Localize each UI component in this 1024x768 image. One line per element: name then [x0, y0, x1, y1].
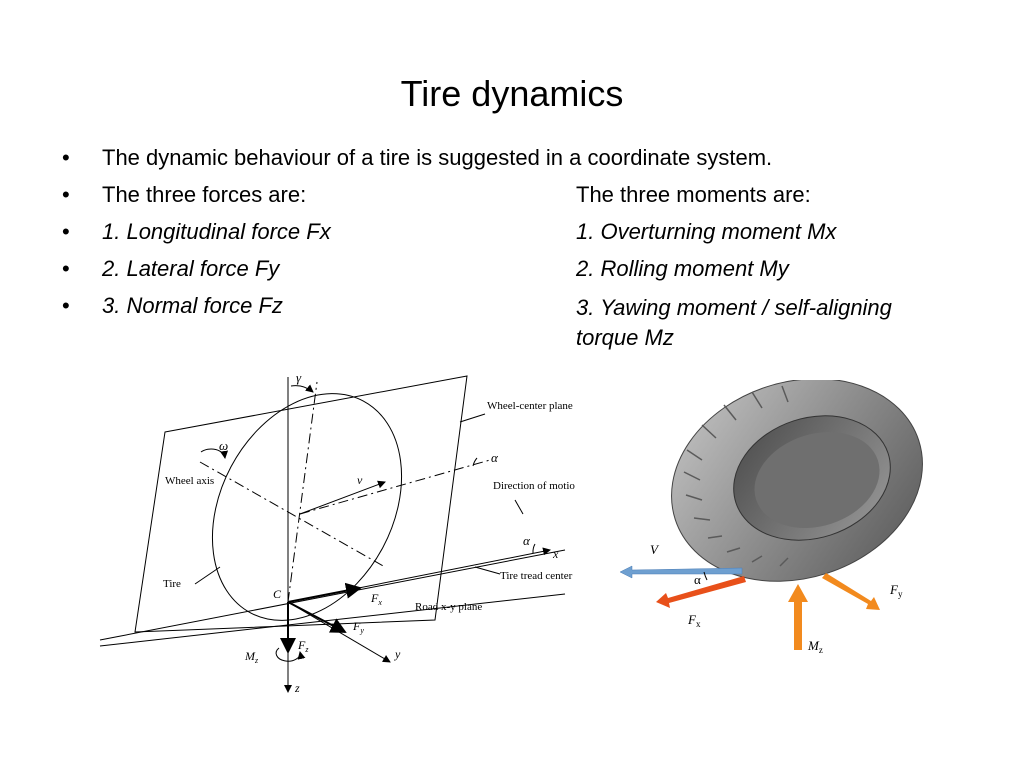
- fx-arrow: [287, 582, 362, 603]
- forces-heading: The three forces are:: [102, 182, 307, 207]
- slide-title: Tire dynamics: [400, 73, 624, 114]
- alpha-arc: [703, 571, 708, 581]
- label-fy: Fy: [352, 619, 364, 635]
- wheel-center-plane-outline: [134, 375, 468, 633]
- moment-item: 1. Overturning moment Mx: [576, 219, 837, 244]
- tread-pattern: [683, 385, 789, 567]
- label-v: v: [357, 473, 363, 487]
- label-omega: ω: [219, 438, 228, 453]
- mz-arc: [275, 647, 306, 662]
- label-fx: Fx: [370, 591, 382, 607]
- tire-ellipse: [211, 393, 403, 621]
- label-wheel-center-plane: Wheel-center plane: [487, 400, 573, 412]
- fx-arrow: [656, 576, 746, 608]
- label-alpha-bottom: α: [523, 533, 531, 548]
- tire-body: [671, 380, 923, 582]
- leader-wheel-center: [459, 413, 486, 423]
- motion-line: [299, 459, 491, 515]
- bullet-marker: •: [62, 256, 70, 281]
- bullet-marker: •: [62, 145, 70, 170]
- label-direction-of-motion: Direction of motion: [493, 480, 575, 492]
- force-item: 3. Normal force Fz: [102, 293, 283, 318]
- fy-arrow: [822, 573, 880, 610]
- velocity-arrow: [299, 480, 386, 515]
- label-tread-center-line: Tire tread center line: [500, 570, 575, 582]
- force-item: 2. Lateral force Fy: [102, 256, 280, 281]
- wheel-axis-line: [199, 461, 386, 568]
- label-x-axis: x: [552, 547, 559, 561]
- label-z-axis: z: [294, 681, 300, 695]
- v-arrow: [619, 565, 743, 579]
- label-wheel-axis: Wheel axis: [165, 475, 214, 487]
- moment-item: 2. Rolling moment My: [576, 256, 789, 281]
- label-fy: Fy: [889, 582, 903, 599]
- mz-arrow: [788, 584, 808, 650]
- bullet-marker: •: [62, 182, 70, 207]
- alpha-arc-bottom: [532, 543, 536, 554]
- label-alpha: α: [694, 572, 701, 587]
- tire-forces-illustration: V α Fx Fy Mz: [619, 380, 923, 655]
- moments-heading: The three moments are:: [576, 182, 811, 207]
- road-line-upper: [99, 549, 566, 641]
- label-gamma: γ: [296, 370, 302, 385]
- label-tire: Tire: [163, 578, 181, 590]
- label-y-axis: y: [394, 647, 401, 661]
- fy-arrow: [287, 601, 347, 633]
- intro-text: The dynamic behaviour of a tire is sugge…: [102, 145, 773, 170]
- label-v: V: [650, 542, 660, 557]
- force-item: 1. Longitudinal force Fx: [102, 219, 331, 244]
- label-mz: Mz: [807, 638, 823, 655]
- label-fx: Fx: [687, 612, 701, 629]
- bullet-marker: •: [62, 219, 70, 244]
- alpha-arc-top: [472, 457, 478, 467]
- label-mz: Mz: [244, 649, 259, 665]
- leader-tread: [474, 566, 501, 575]
- label-road-plane: Road x-y plane: [415, 601, 482, 613]
- label-fz: Fz: [297, 638, 309, 654]
- moment-item: 3. Yawing moment / self-aligning torque …: [576, 295, 892, 350]
- leader-tire: [194, 566, 221, 585]
- label-c: C: [273, 587, 282, 601]
- leader-direction: [514, 499, 524, 515]
- label-alpha-top: α: [491, 450, 499, 465]
- gamma-arc: [290, 384, 314, 393]
- bullet-marker: •: [62, 293, 70, 318]
- camber-line: [287, 381, 318, 603]
- omega-arc: [200, 448, 229, 459]
- road-line-lower: [99, 593, 566, 647]
- tire-coordinate-diagram: Wheel-center plane Wheel axis Direction …: [99, 370, 575, 695]
